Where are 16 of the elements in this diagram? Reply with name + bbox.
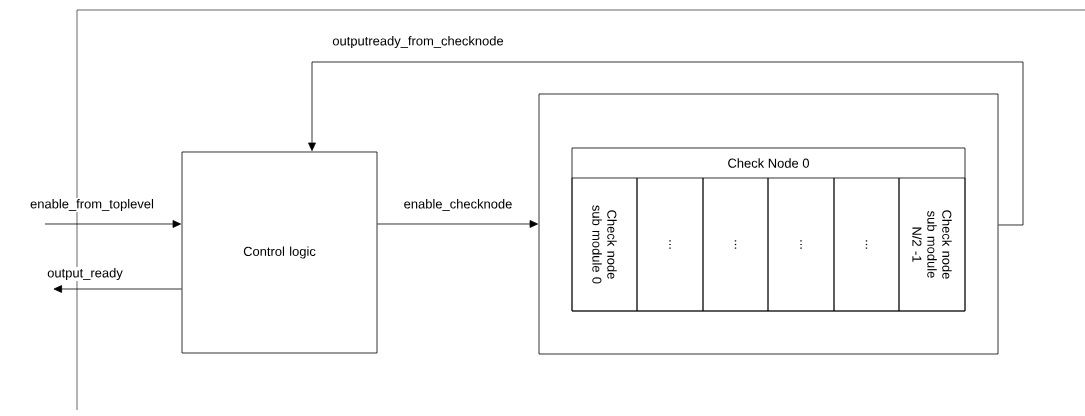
signal-label: output_ready [46,266,124,282]
sub-module-cell: Check node sub module N/2 -1 [898,177,966,312]
sub-module-cell: ... [767,177,835,312]
signal-label: outputready_from_checknode [331,34,505,50]
signal-label: enable_from_toplevel [29,197,155,213]
sub-module-cell: ... [702,177,769,312]
sub-module-cell: Check node sub module 0 [571,177,638,312]
signal-arrow [44,220,181,228]
signal-arrow [53,285,182,293]
sub-module-cell: ... [833,177,900,312]
signal-arrow [308,61,1024,226]
module-box [538,93,999,355]
sub-module-cell: ... [636,177,704,312]
signal-arrow [377,220,538,228]
signal-label: enable_checknode [402,198,514,212]
logic-box: Control logic [181,151,378,354]
